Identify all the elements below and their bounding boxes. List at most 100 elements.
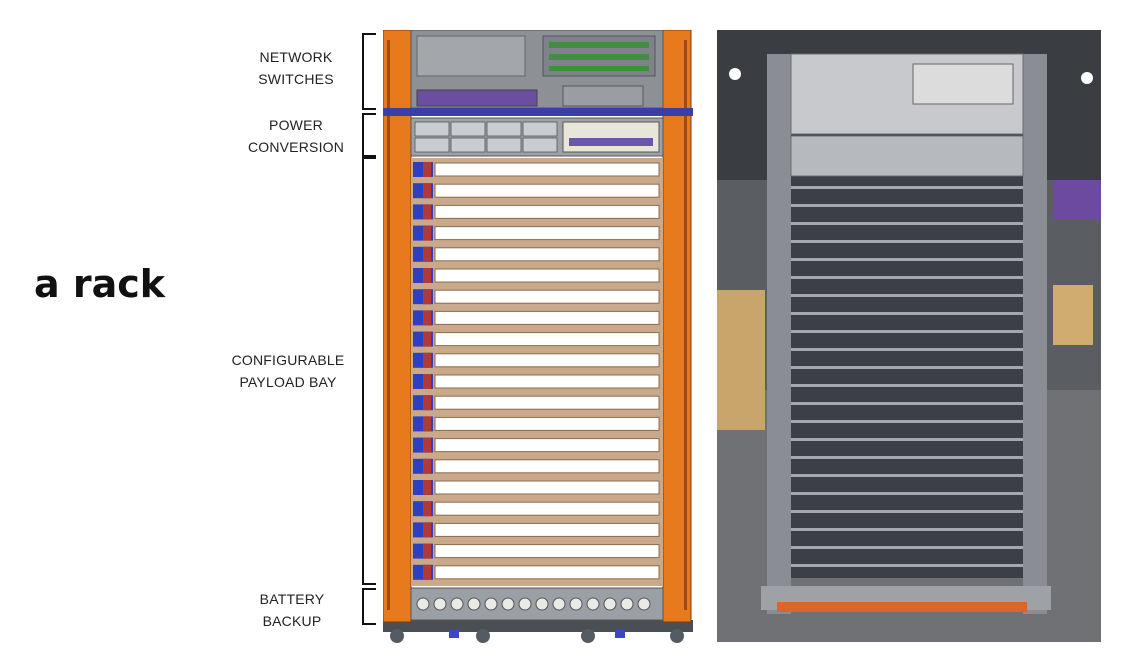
payload-slot [413, 416, 660, 432]
photo-rail [791, 330, 1023, 333]
battery-label-line1: BATTERY [259, 591, 325, 607]
payload-slot [413, 183, 660, 199]
payload-slot [413, 225, 660, 241]
ceiling-lights [729, 68, 1093, 84]
photo-rails [791, 186, 1023, 567]
network-label-line2: SWITCHES [258, 71, 334, 87]
photo-rack-network-right [912, 63, 1014, 105]
photo-rail [791, 312, 1023, 315]
photo-rack-right-post [1023, 54, 1047, 614]
left-crate [717, 290, 765, 430]
right-crate [1053, 285, 1093, 345]
payload-slot [413, 564, 660, 580]
photo-rack-left-post [767, 54, 791, 614]
payload-slot [413, 458, 660, 474]
power-label-line1: POWER [269, 117, 323, 133]
payload-slot [413, 522, 660, 538]
rack-photo [717, 30, 1101, 642]
photo-rail [791, 222, 1023, 225]
photo-rail [791, 276, 1023, 279]
battery-cell [467, 597, 481, 611]
battery-backup-label: BATTERY BACKUP [222, 588, 362, 632]
payload-label-line2: PAYLOAD BAY [239, 374, 337, 390]
network-crossbar [383, 108, 693, 116]
battery-cell [450, 597, 464, 611]
switch-lower-right [562, 85, 644, 107]
battery-cells [416, 597, 651, 611]
battery-cell [552, 597, 566, 611]
photo-rail [791, 564, 1023, 567]
photo-rail [791, 546, 1023, 549]
photo-rail [791, 366, 1023, 369]
photo-rack-payload [791, 178, 1023, 578]
payload-slot [413, 352, 660, 368]
payload-bay [411, 158, 663, 586]
photo-rail [791, 420, 1023, 423]
payload-slot [413, 543, 660, 559]
battery-cell [501, 597, 515, 611]
power-bracket [362, 113, 376, 157]
photo-rail [791, 492, 1023, 495]
payload-slot [413, 331, 660, 347]
photo-rail [791, 186, 1023, 189]
payload-slot [413, 395, 660, 411]
photo-rail [791, 258, 1023, 261]
purple-boxes [1053, 180, 1101, 220]
photo-rail [791, 528, 1023, 531]
photo-rail [791, 348, 1023, 351]
slide-title: a rack [34, 262, 166, 306]
battery-label-line2: BACKUP [262, 613, 322, 629]
battery-cell [518, 597, 532, 611]
payload-label-line1: CONFIGURABLE [231, 352, 345, 368]
switch-left-panel [416, 35, 526, 77]
payload-slot [413, 204, 660, 220]
power-controller-strip [569, 138, 653, 146]
battery-cell [484, 597, 498, 611]
power-conversion-label: POWER CONVERSION [226, 114, 366, 158]
battery-cell [569, 597, 583, 611]
photo-rail [791, 402, 1023, 405]
photo-rail [791, 384, 1023, 387]
payload-slot [413, 480, 660, 495]
payload-slot [413, 437, 660, 453]
network-label-line1: NETWORK [259, 49, 333, 65]
payload-slot [413, 162, 660, 177]
power-controller [562, 121, 660, 153]
photo-rail [791, 240, 1023, 243]
battery-cell [535, 597, 549, 611]
battery-cell [416, 597, 430, 611]
switch-ports [549, 42, 649, 71]
switch-lower-panel [416, 89, 538, 107]
photo-rack-orange-strip [777, 602, 1027, 612]
battery-cell [586, 597, 600, 611]
battery-cell [433, 597, 447, 611]
photo-rack-power [790, 135, 1024, 177]
payload-slot [413, 268, 660, 283]
photo-rail [791, 510, 1023, 513]
rack-casters [390, 629, 684, 643]
rack-diagram [383, 30, 693, 643]
post-bolts [387, 40, 687, 610]
battery-cell [620, 597, 634, 611]
photo-rail [791, 474, 1023, 477]
photo-rail [791, 294, 1023, 297]
photo-rail [791, 456, 1023, 459]
payload-slot [413, 310, 660, 326]
power-supply-units [414, 121, 558, 153]
battery-bracket [362, 588, 376, 625]
battery-cell [637, 597, 651, 611]
payload-slot [413, 246, 660, 262]
network-bracket [362, 33, 376, 110]
payload-bracket [362, 157, 376, 585]
network-switches-label: NETWORK SWITCHES [226, 46, 366, 90]
payload-slot [413, 501, 660, 517]
payload-slots [413, 162, 660, 580]
photo-rail [791, 438, 1023, 441]
rack-base [383, 620, 693, 632]
battery-cell [603, 597, 617, 611]
photo-rail [791, 204, 1023, 207]
rack-feet [449, 630, 625, 638]
payload-slot [413, 374, 660, 389]
power-label-line2: CONVERSION [247, 139, 345, 155]
configurable-payload-bay-label: CONFIGURABLE PAYLOAD BAY [218, 349, 358, 393]
